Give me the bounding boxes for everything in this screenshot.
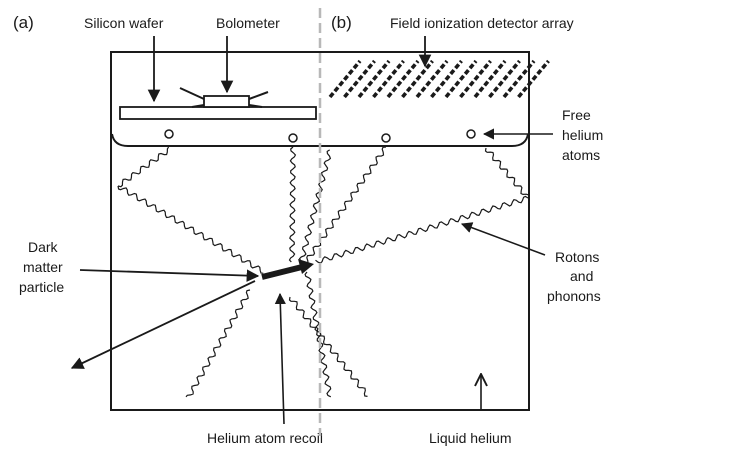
free-helium-atom: [164, 129, 174, 139]
bolometer-label: Bolometer: [216, 15, 280, 31]
free-helium-atom: [288, 133, 298, 143]
roton-phonon-wave: [306, 146, 387, 264]
roton-phonon-wave: [298, 149, 332, 268]
detector-element: [401, 59, 434, 99]
free-helium-label-line2: helium: [562, 127, 603, 143]
roton-phonon-wave: [117, 185, 264, 274]
field-ionization-detector-array: [328, 59, 550, 99]
silicon-wafer: [119, 106, 317, 120]
detector-element: [488, 59, 521, 99]
detector-element: [386, 59, 420, 99]
roton-phonon-wave: [288, 296, 368, 397]
detector-element: [343, 59, 376, 99]
detector-element: [517, 59, 550, 99]
detector-element: [328, 59, 362, 99]
roton-phonon-wave: [117, 146, 170, 188]
rotons-label-line3: phonons: [547, 288, 601, 304]
detector-container: [110, 51, 530, 411]
roton-phonon-wave: [304, 271, 332, 398]
detector-element: [459, 59, 492, 99]
roton-phonon-wave: [484, 147, 530, 198]
bolometer: [179, 87, 269, 108]
detector-element: [444, 59, 478, 99]
roton-phonon-wave: [288, 146, 297, 263]
detector-element: [415, 59, 449, 99]
helium-recoil-arrow: [274, 292, 286, 425]
roton-phonon-paths: [117, 146, 530, 398]
rotons-arrow: [460, 222, 546, 256]
rotons-label-line2: and: [570, 268, 593, 284]
panel-label-b: (b): [331, 13, 352, 32]
free-helium-label-line1: Free: [562, 107, 591, 123]
recoil-scatter-arrow: [70, 280, 256, 369]
dark-matter-track: [79, 259, 314, 282]
field-ionization-label: Field ionization detector array: [390, 15, 574, 31]
dark-matter-label-line1: Dark: [28, 239, 59, 255]
detector-element: [473, 59, 507, 99]
roton-phonon-wave: [185, 289, 251, 398]
detector-element: [357, 59, 391, 99]
free-helium-atom: [466, 129, 476, 139]
detector-element: [502, 59, 536, 99]
rotons-label-line1: Rotons: [555, 249, 599, 265]
dark-matter-label-line2: matter: [23, 259, 63, 275]
silicon-wafer-label: Silicon wafer: [84, 15, 164, 31]
roton-phonon-wave: [315, 195, 529, 264]
free-helium-atom: [381, 133, 391, 143]
liquid-helium-label: Liquid helium: [429, 430, 512, 446]
free-helium-label-line3: atoms: [562, 147, 600, 163]
detector-element: [372, 59, 405, 99]
helium-recoil-label: Helium atom recoil: [207, 430, 323, 446]
detector-element: [430, 59, 463, 99]
panel-label-a: (a): [13, 13, 34, 32]
dark-matter-label-line3: particle: [19, 279, 64, 295]
